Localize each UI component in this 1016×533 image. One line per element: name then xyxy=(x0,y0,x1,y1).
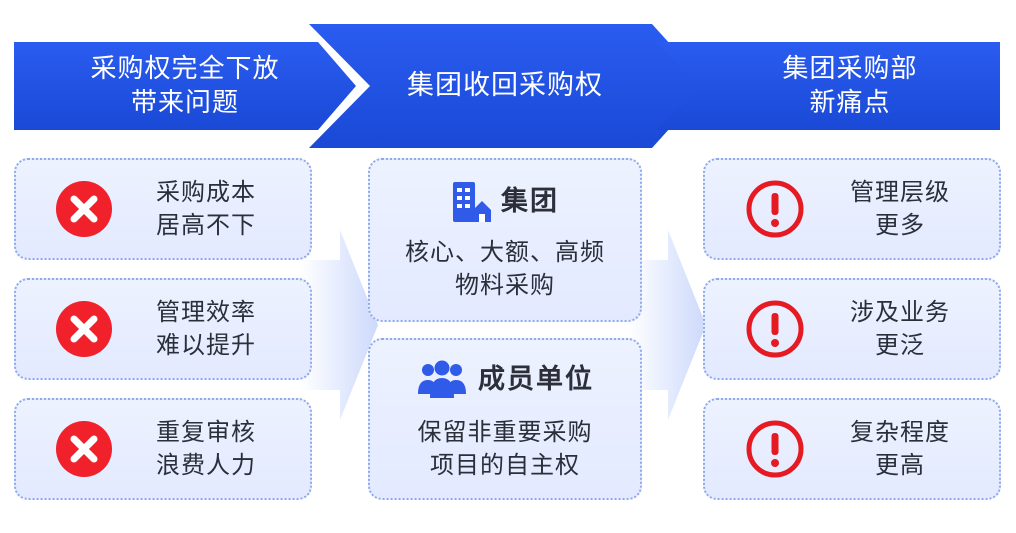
exclamation-circle-icon xyxy=(746,180,804,238)
header-left-title: 采购权完全下放 带来问题 xyxy=(90,54,280,118)
problem-card: 采购成本 居高不下 xyxy=(14,158,312,260)
building-icon xyxy=(453,182,491,222)
header-right-title: 集团采购部 新痛点 xyxy=(782,54,918,118)
pain-point-card: 复杂程度 更高 xyxy=(703,398,1001,500)
flow-arrow-right xyxy=(628,230,706,420)
problem-text: 重复审核 浪费人力 xyxy=(156,418,256,479)
x-circle-icon xyxy=(56,181,112,237)
header-segment-middle xyxy=(309,24,708,148)
problem-card: 管理效率 难以提升 xyxy=(14,278,312,380)
x-circle-icon xyxy=(56,301,112,357)
problem-text: 管理效率 难以提升 xyxy=(156,298,256,359)
header-segment-left xyxy=(14,42,356,130)
pain-point-text: 复杂程度 更高 xyxy=(850,418,950,479)
pain-point-text: 管理层级 更多 xyxy=(850,178,950,239)
pain-point-text: 涉及业务 更泛 xyxy=(850,298,950,359)
exclamation-circle-icon xyxy=(746,420,804,478)
header-middle-title: 集团收回采购权 xyxy=(407,70,603,101)
member-unit-card: 成员单位 保留非重要采购 项目的自主权 xyxy=(368,338,642,500)
group-card-text: 核心、大额、高频 物料采购 xyxy=(405,238,605,299)
member-unit-card-title: 成员单位 xyxy=(478,364,594,395)
problem-card: 重复审核 浪费人力 xyxy=(14,398,312,500)
exclamation-circle-icon xyxy=(746,300,804,358)
header-segment-right xyxy=(656,42,1000,130)
pain-point-card: 涉及业务 更泛 xyxy=(703,278,1001,380)
flow-arrow-left xyxy=(300,230,378,420)
group-card-title: 集团 xyxy=(501,186,559,217)
people-group-icon xyxy=(418,360,466,398)
member-unit-card-text: 保留非重要采购 项目的自主权 xyxy=(417,418,593,479)
pain-point-card: 管理层级 更多 xyxy=(703,158,1001,260)
x-circle-icon xyxy=(56,421,112,477)
header-banner xyxy=(14,24,1000,148)
problem-text: 采购成本 居高不下 xyxy=(156,178,256,239)
group-card: 集团 核心、大额、高频 物料采购 xyxy=(368,158,642,322)
